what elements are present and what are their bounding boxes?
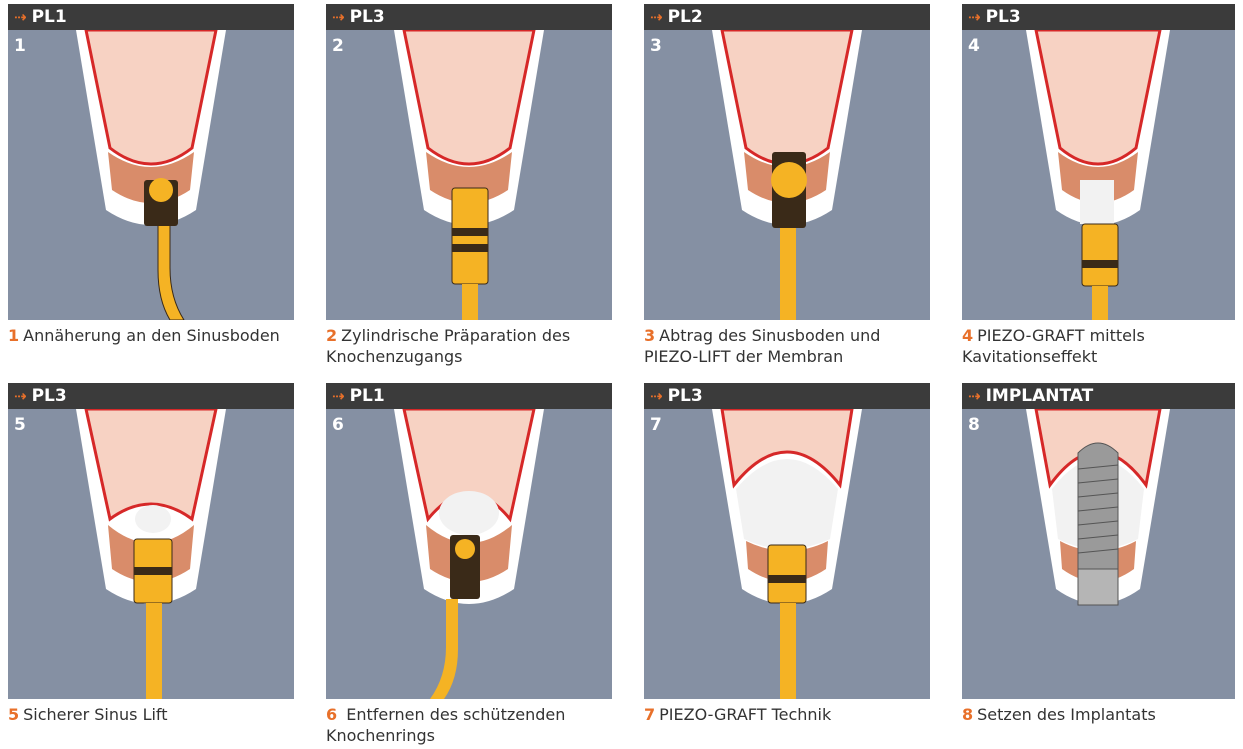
instrument-cylinder-icon [768,545,806,603]
step-illustration: 4 [962,30,1235,320]
step-illustration: 8 [962,409,1235,699]
caption-number: 1 [8,326,19,345]
caption-text: Entfernen des schützenden Knochenrings [326,705,565,745]
caption-text: Zylindrische Präparation des Knochenzuga… [326,326,570,366]
step-label: PL2 [668,4,703,30]
step-label: PL3 [32,383,67,409]
step-number: 2 [332,36,344,56]
step-illustration: 5 [8,409,294,699]
caption-text: Abtrag des Sinusboden und PIEZO-LIFT der… [644,326,880,366]
step-header: ⇢PL3 [8,383,294,409]
step-illustration: 2 [326,30,612,320]
step-caption: 6 Entfernen des schützenden Knochenrings [326,704,612,746]
step-number: 5 [14,415,26,435]
step-label: PL1 [350,383,385,409]
sinus-illustration [644,409,930,699]
sinus-illustration [644,30,930,320]
caption-number: 3 [644,326,655,345]
step-number: 3 [650,36,662,56]
arrow-icon: ⇢ [332,383,344,409]
caption-number: 6 [326,705,337,724]
step-label: PL1 [32,4,67,30]
step-label: PL3 [350,4,385,30]
caption-number: 4 [962,326,973,345]
step-header: ⇢PL2 [644,4,930,30]
step-number: 7 [650,415,662,435]
step-illustration: 1 [8,30,294,320]
caption-text: Setzen des Implantats [977,705,1156,724]
caption-number: 2 [326,326,337,345]
caption-number: 8 [962,705,973,724]
arrow-icon: ⇢ [968,383,980,409]
arrow-icon: ⇢ [14,4,26,30]
arrow-icon: ⇢ [968,4,980,30]
sinus-illustration [8,30,294,320]
step-number: 8 [968,415,980,435]
caption-text: Sicherer Sinus Lift [23,705,167,724]
step-header: ⇢PL1 [326,383,612,409]
step-illustration: 3 [644,30,930,320]
step-header: ⇢IMPLANTAT [962,383,1235,409]
step-panel-6: ⇢PL1 6 6 Entfernen des schützenden Knoch… [326,383,612,746]
step-header: ⇢PL3 [326,4,612,30]
sinus-illustration [8,409,294,699]
arrow-icon: ⇢ [650,4,662,30]
sinus-illustration [962,409,1235,699]
step-header: ⇢PL1 [8,4,294,30]
arrow-icon: ⇢ [650,383,662,409]
caption-number: 5 [8,705,19,724]
sinus-illustration [326,409,612,699]
caption-number: 7 [644,705,655,724]
step-number: 4 [968,36,980,56]
instrument-cylinder-icon [1082,224,1118,286]
implant-screw-icon [1078,443,1118,605]
step-label: IMPLANTAT [986,383,1094,409]
step-number: 6 [332,415,344,435]
step-header: ⇢PL3 [962,4,1235,30]
step-header: ⇢PL3 [644,383,930,409]
step-number: 1 [14,36,26,56]
step-label: PL3 [668,383,703,409]
step-label: PL3 [986,4,1021,30]
caption-text: PIEZO-GRAFT mittels Kavitationseffekt [962,326,1145,366]
sinus-illustration [326,30,612,320]
arrow-icon: ⇢ [332,4,344,30]
caption-text: PIEZO-GRAFT Technik [659,705,831,724]
step-illustration: 7 [644,409,930,699]
arrow-icon: ⇢ [14,383,26,409]
sinus-illustration [962,30,1235,320]
step-illustration: 6 [326,409,612,699]
caption-text: Annäherung an den Sinusboden [23,326,280,345]
